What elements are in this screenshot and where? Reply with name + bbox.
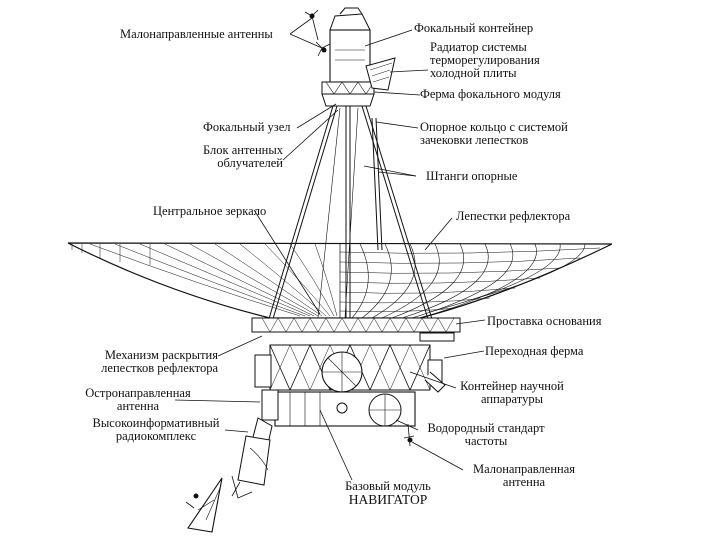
base-module (261, 389, 416, 447)
label-central-mirror: Центральное зеркало (153, 204, 267, 218)
label-focal-container: Фокальный контейнер (414, 21, 534, 35)
label-base-module: Базовый модуль НАВИГАТОР (345, 479, 431, 507)
label-reflector-petals: Лепестки рефлектора (456, 209, 571, 223)
focal-module (304, 7, 396, 107)
label-low-gain-antenna-bottom: Малонаправленная антенна (472, 462, 576, 489)
label-high-gain-antenna: Остронаправленная антенна (85, 386, 191, 413)
adapter-truss (254, 344, 446, 393)
label-science-container: Контейнер научной аппаратуры (460, 379, 564, 406)
reflector-dish (67, 242, 613, 319)
base-spacer (251, 317, 461, 342)
label-adapter-truss: Переходная ферма (485, 344, 584, 358)
label-radiator: Радиатор системы терморегулирования холо… (430, 40, 540, 80)
radio-complex (231, 417, 273, 499)
label-hydrogen-standard: Водородный стандарт частоты (427, 421, 545, 448)
leader-lines (174, 17, 486, 481)
label-support-ring: Опорное кольцо с системой зачековки лепе… (420, 120, 568, 147)
label-base-spacer: Проставка основания (487, 314, 602, 328)
label-support-rods: Штанги опорные (426, 169, 518, 183)
label-feed-block: Блок антенных облучателей (203, 143, 283, 170)
label-low-gain-antennas-top: Малонаправленные антенны (120, 27, 273, 41)
support-rods (264, 105, 437, 333)
label-radio-complex: Высокоинформативный радиокомплекс (92, 416, 220, 443)
label-focal-node: Фокальный узел (203, 120, 291, 134)
high-gain-antenna (185, 477, 223, 533)
label-deploy-mechanism: Механизм раскрытия лепестков рефлектора (101, 348, 218, 375)
label-focal-truss: Ферма фокального модуля (420, 87, 561, 101)
